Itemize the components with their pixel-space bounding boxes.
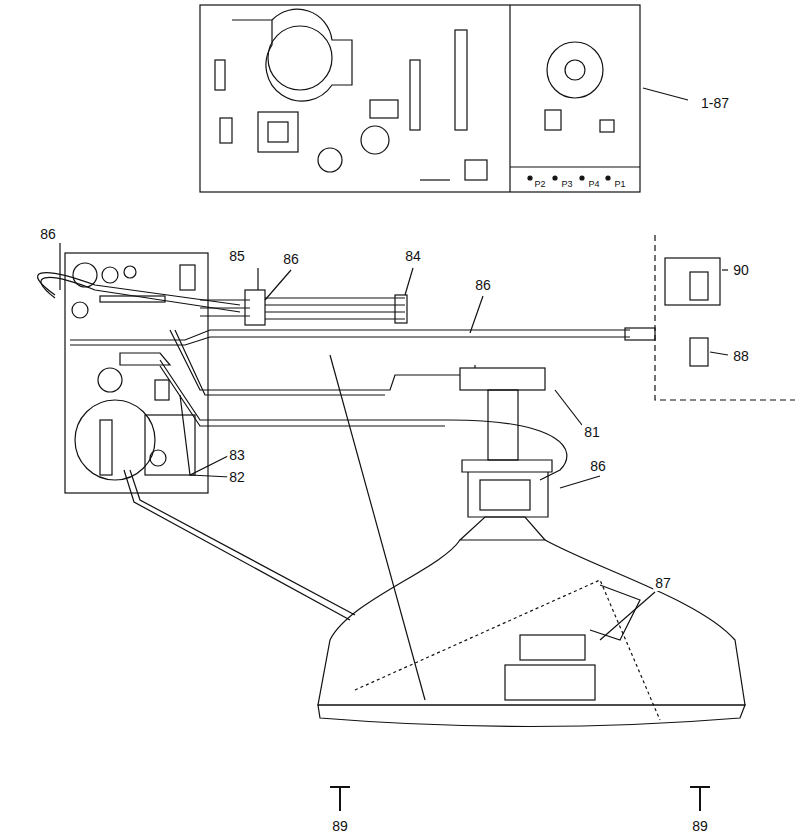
pin-label: P4 — [587, 180, 600, 189]
callout-number: 82 — [227, 469, 247, 485]
chassis-board — [65, 253, 208, 493]
callout-number: 85 — [227, 248, 247, 264]
screw — [330, 787, 710, 811]
callout-number: 86 — [473, 277, 493, 293]
main-pcb — [200, 5, 688, 192]
callout-number: 87 — [653, 575, 673, 591]
callout-number: 88 — [731, 348, 751, 364]
callout-number: 89 — [690, 818, 710, 834]
callout-number: 84 — [403, 248, 423, 264]
pin-label: P2 — [533, 180, 546, 189]
callout-number: 83 — [227, 447, 247, 463]
pin-label: P1 — [613, 180, 626, 189]
pin-label: P3 — [560, 180, 573, 189]
callout-number: 86 — [588, 458, 608, 474]
remote-area — [655, 235, 795, 400]
callout-number: 86 — [38, 226, 58, 242]
callout-number: 90 — [731, 262, 751, 278]
crt-tube — [318, 365, 745, 727]
callout-number: 1-87 — [699, 95, 731, 111]
callout-number: 86 — [281, 251, 301, 267]
callout-number: 89 — [330, 818, 350, 834]
wire-harness — [38, 243, 655, 700]
callout-number: 81 — [582, 424, 602, 440]
